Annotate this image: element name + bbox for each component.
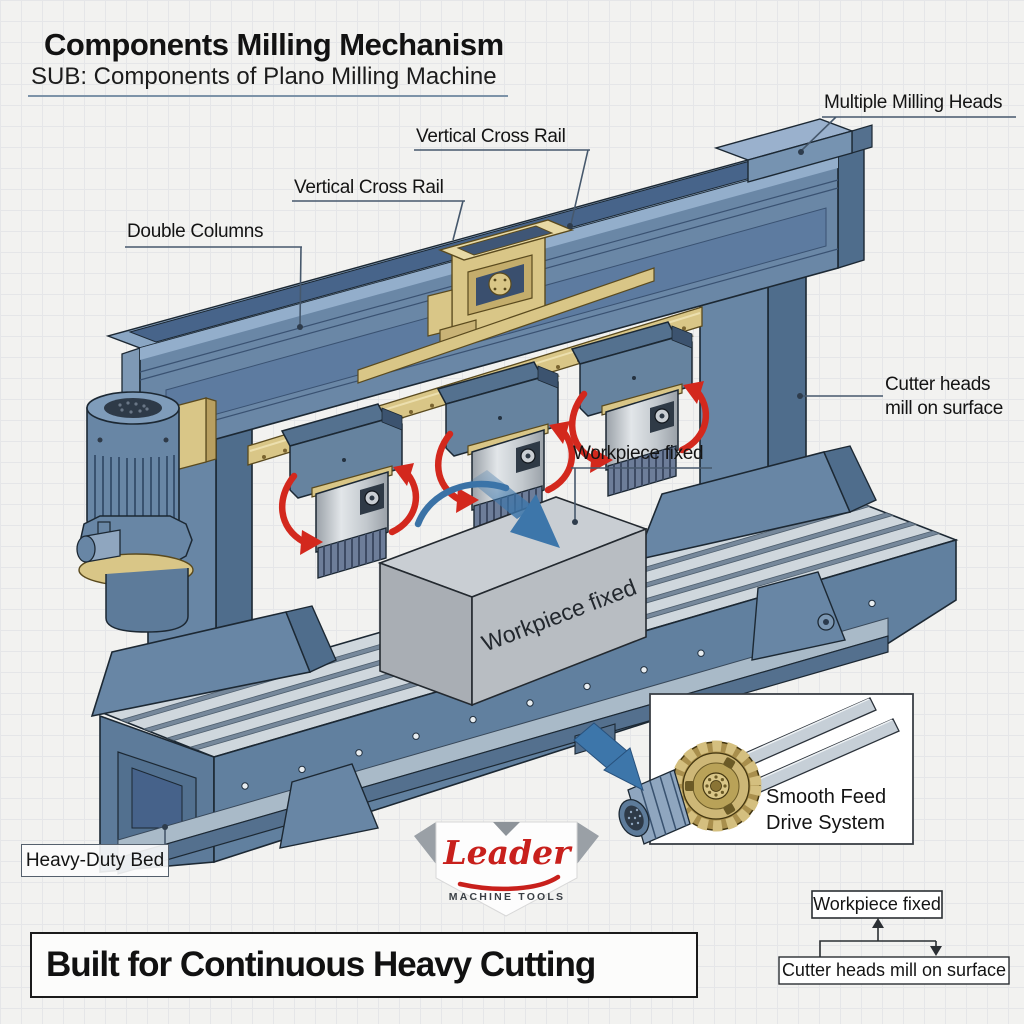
rail-carriage — [427, 219, 575, 349]
left-column-base-side — [285, 605, 337, 673]
inset-pointer-arrow — [573, 722, 644, 791]
label-double-columns: Double Columns — [127, 221, 264, 242]
brand-name: Leader — [443, 833, 571, 872]
label-workpiece-fixed: Workpiece fixed — [573, 443, 704, 464]
leader-dots — [162, 149, 804, 830]
page-title: Components Milling Mechanism — [44, 27, 504, 62]
brand-tagline: MACHINE TOOLS — [448, 891, 566, 903]
milling-head-3 — [572, 322, 706, 496]
label-smooth-feed-drive: Smooth Feed Drive System — [766, 786, 887, 834]
milling-head-1 — [282, 404, 416, 578]
label-heavy-duty-bed: Heavy-Duty Bed — [21, 844, 169, 877]
drive-motor — [618, 769, 691, 845]
feed-direction-arrow — [414, 470, 560, 548]
bed-bolt-holes — [241, 599, 876, 790]
feed-motor — [76, 391, 217, 633]
label-vertical-cross-rail-mid: Vertical Cross Rail — [294, 177, 444, 198]
arrow-up-icon — [872, 918, 884, 928]
bottom-banner: Built for Continuous Heavy Cutting — [30, 932, 698, 998]
drive-shafts — [715, 697, 900, 802]
label-multiple-milling-heads: Multiple Milling Heads — [824, 92, 1003, 113]
label-vertical-cross-rail-top: Vertical Cross Rail — [416, 126, 566, 147]
workpiece — [377, 496, 649, 707]
flowchart-top-box: Workpiece fixed — [813, 894, 941, 914]
flowchart — [778, 890, 1010, 985]
page-subtitle: SUB: Components of Plano Milling Machine — [31, 63, 497, 90]
brand-underline-swoosh — [457, 874, 561, 892]
right-column-base-side — [823, 445, 877, 513]
leader-lines — [28, 95, 1016, 846]
brand-badge — [414, 821, 599, 917]
feed-drive-inset — [573, 693, 914, 845]
flowchart-bottom-box: Cutter heads mill on surface — [781, 960, 1007, 980]
label-cutter-heads: Cutter heads mill on surface — [885, 374, 1003, 419]
arrow-down-icon — [930, 946, 942, 956]
